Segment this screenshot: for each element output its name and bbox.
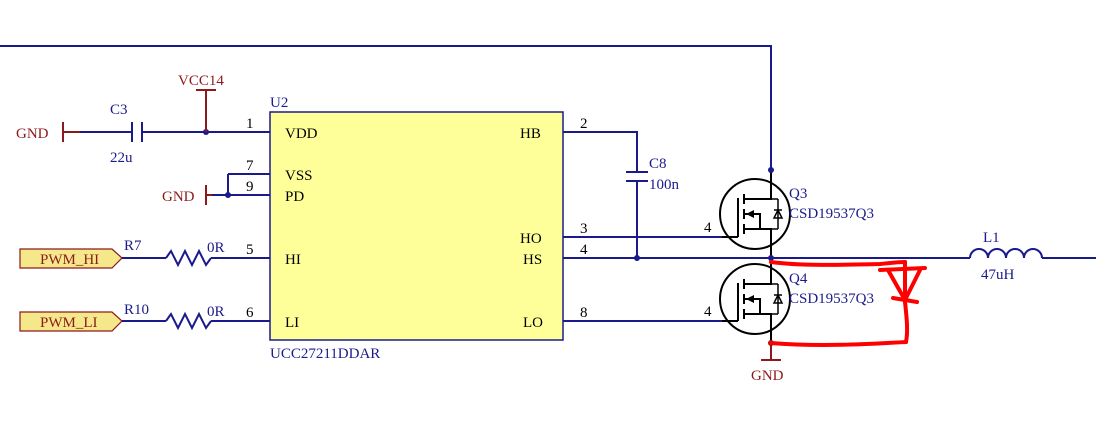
junction-q3-drain [768,167,774,173]
gnd-label-c3: GND [16,126,49,142]
junction-switch-node [768,255,774,261]
ic-pin-li: 6 LI [240,305,299,331]
svg-text:8: 8 [580,305,588,321]
q4-part: CSD19537Q3 [789,291,874,307]
q3-ref: Q3 [789,186,807,202]
gnd-label-pd: GND [162,189,195,205]
ic-pin-ho: 3 HO [520,221,593,247]
c8-ref: C8 [649,156,667,172]
wire-top-rail [0,45,772,170]
r10-value: 0R [207,304,225,320]
q3-part: CSD19537Q3 [789,206,874,222]
wire-vss-pd [212,173,240,196]
capacitor-c8 [626,171,648,182]
svg-text:9: 9 [246,179,254,195]
ic-pin-pd: 9 PD [240,179,304,205]
svg-text:PWM_LI: PWM_LI [40,315,98,331]
svg-text:2: 2 [580,116,588,132]
gnd-symbol-pd [205,185,212,205]
r7-value: 0R [207,240,225,256]
ic-body [269,111,564,341]
svg-text:7: 7 [246,158,254,174]
svg-text:VSS: VSS [285,168,313,184]
gnd-symbol-c3 [62,122,80,142]
svg-text:4: 4 [580,242,588,258]
gnd-label-q4: GND [751,368,784,384]
ic-ref: U2 [270,95,288,111]
l1-ref: L1 [983,230,1000,246]
capacitor-c3 [131,122,143,142]
vcc-symbol [196,89,216,132]
r10-ref: R10 [124,302,149,318]
c3-value: 22u [110,150,133,166]
resistor-r10 [165,311,212,331]
svg-text:VDD: VDD [285,126,318,142]
junction-hs [634,255,640,261]
svg-text:LI: LI [285,315,299,331]
svg-text:HO: HO [520,231,542,247]
svg-text:1: 1 [246,116,254,132]
svg-text:6: 6 [246,305,254,321]
mosfet-q4 [719,258,791,343]
port-pwm-hi: PWM_HI [19,248,123,269]
junction-pd [225,192,231,198]
inductor-l1 [969,248,1043,259]
port-pwm-li: PWM_LI [19,311,123,332]
gnd-symbol-q4 [761,343,781,361]
svg-text:5: 5 [246,242,254,258]
ic-pin-hb: 2 HB [520,116,593,142]
resistor-r7 [165,248,212,268]
red-annotation-diode [769,260,927,347]
svg-text:HS: HS [523,252,542,268]
svg-text:PWM_HI: PWM_HI [40,252,99,268]
ic-pin-vdd: 1 VDD [240,116,318,142]
l1-value: 47uH [981,267,1015,283]
svg-text:HI: HI [285,252,301,268]
q3-gate-pin: 4 [704,220,712,236]
ic-pin-lo: 8 LO [523,305,593,331]
ic-pin-hs: 4 HS [523,242,593,268]
c3-ref: C3 [110,102,128,118]
q4-ref: Q4 [789,271,808,287]
mosfet-q3 [719,170,791,258]
vcc-label: VCC14 [178,73,224,89]
c8-value: 100n [649,177,680,193]
svg-text:3: 3 [580,221,588,237]
r7-ref: R7 [124,238,142,254]
ic-part: UCC27211DDAR [270,346,380,362]
q4-gate-pin: 4 [704,304,712,320]
ic-pin-vss: 7 VSS [240,158,313,184]
svg-text:PD: PD [285,189,304,205]
wire-hb [593,131,638,172]
svg-text:HB: HB [520,126,541,142]
svg-text:LO: LO [523,315,543,331]
ic-pin-hi: 5 HI [240,242,301,268]
